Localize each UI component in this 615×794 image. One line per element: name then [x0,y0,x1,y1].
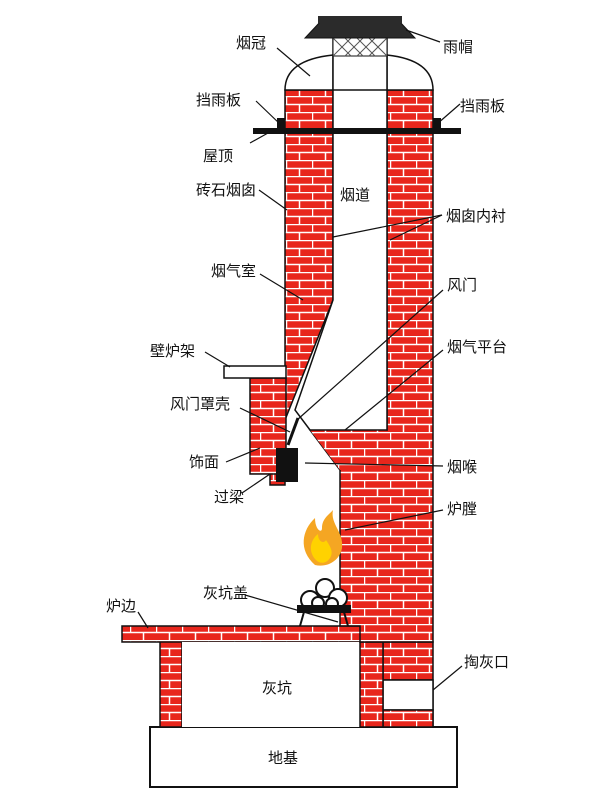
label-damper: 风门 [447,276,477,294]
label-mantel: 壁炉架 [150,342,195,360]
label-flue-liner: 烟囱内衬 [446,207,506,225]
label-flue: 烟道 [340,186,370,204]
foundation-block [149,726,458,788]
label-damper-housing: 风门罩壳 [170,395,230,413]
damper-plate [286,417,300,446]
mesh-lines [332,37,388,57]
smoke-shelf-mass [310,430,387,470]
hearth-slab [121,625,363,643]
log-grate [297,578,351,627]
rain-cap-lip [318,16,402,23]
label-ash-pit: 灰坑 [262,679,292,697]
label-foundation: 地基 [268,749,298,767]
label-throat: 烟喉 [447,458,477,476]
leader-lines [137,29,463,691]
label-chimney-crown: 烟冠 [236,34,266,52]
roof-line [253,128,461,134]
cleanout-opening [382,679,434,711]
label-smoke-chamber: 烟气室 [211,262,256,280]
label-ash-dump-cover: 灰坑盖 [203,584,248,602]
flashing-left-mark [277,118,285,130]
back-wall-lower-left [359,641,384,728]
label-flashing-right: 挡雨板 [460,97,505,115]
label-roof: 屋顶 [203,147,233,165]
rain-cap-top [303,21,417,39]
label-cleanout: 掏灰口 [464,653,509,671]
ash-pit [182,642,360,727]
fire-flame [303,510,343,566]
mantel-shelf [223,365,287,379]
label-lintel: 过梁 [214,488,244,506]
crown-dome-right [386,54,434,91]
label-flashing-left: 挡雨板 [196,91,241,109]
label-smoke-shelf: 烟气平台 [447,338,507,356]
back-wall-base [382,709,434,728]
label-rain-cap: 雨帽 [443,38,473,56]
label-facing: 饰面 [189,453,219,471]
label-firebox: 炉膛 [447,500,477,518]
label-brick-chimney: 砖石烟囱 [196,181,256,199]
label-hearth: 炉边 [106,597,136,615]
lintel-block [276,448,298,482]
hearth-pillar [159,639,183,728]
